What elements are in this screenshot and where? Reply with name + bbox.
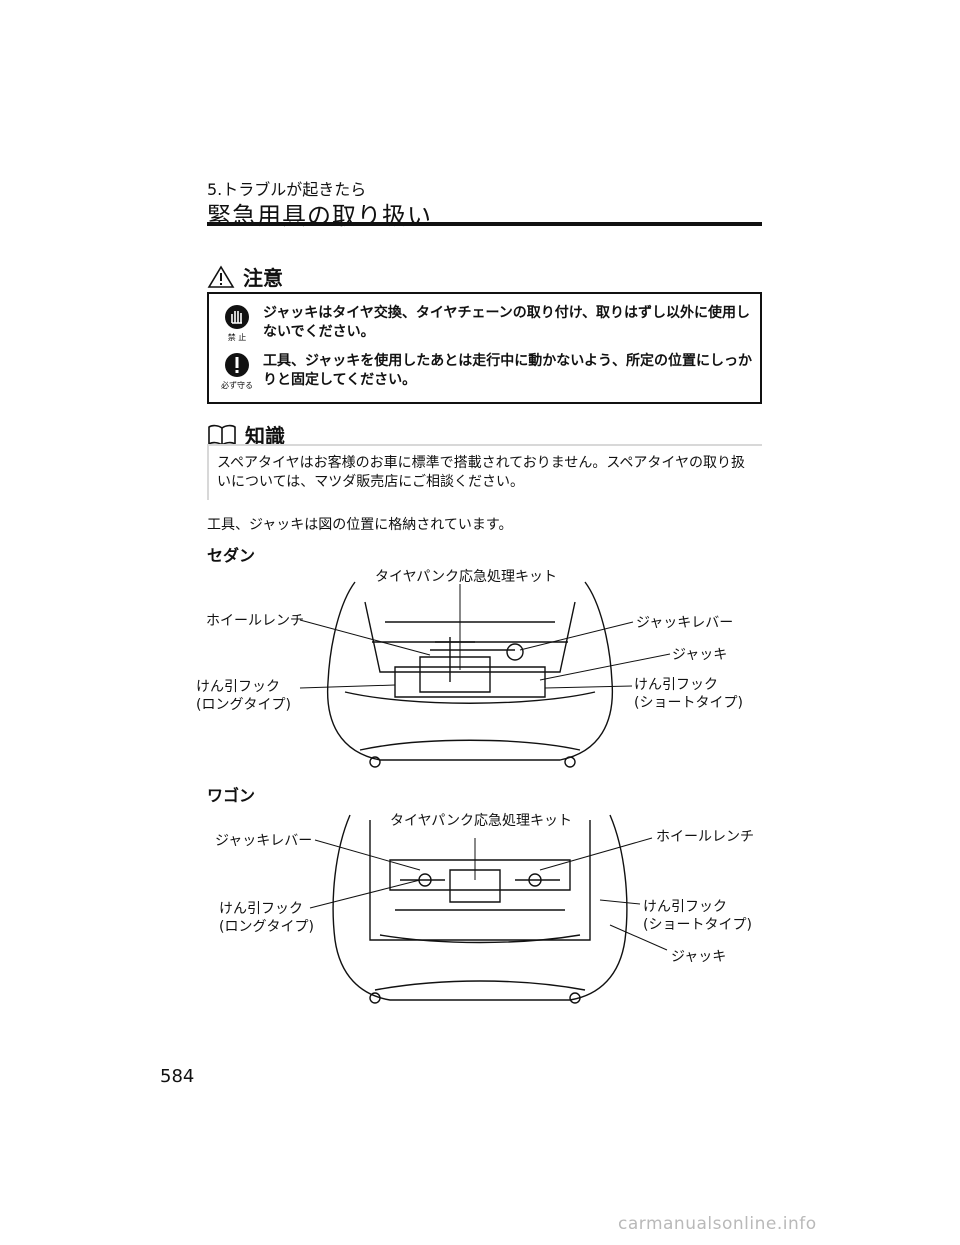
wagon-label-jack: ジャッキ xyxy=(671,949,727,965)
body-text: 工具、ジャッキは図の位置に格納されています。 xyxy=(207,517,513,533)
caution-item-mandatory: 必ず守る 工具、ジャッキを使用したあとは走行中に動かないよう、所定の位置にしっか… xyxy=(217,352,753,391)
exclamation-circle-icon xyxy=(225,353,249,377)
warning-triangle-icon xyxy=(207,264,235,288)
wagon-label-lever: ジャッキレバー xyxy=(215,833,313,849)
prohibit-icon-label: 禁 止 xyxy=(227,333,247,342)
sedan-label-lever: ジャッキレバー xyxy=(636,615,734,631)
sedan-heading: セダン xyxy=(207,546,256,565)
watermark: carmanualsonline.info xyxy=(618,1214,817,1234)
sedan-leader-lines xyxy=(299,584,671,689)
knowledge-text: スペアタイヤはお客様のお車に標準で搭載されておりません。スペアタイヤの取り扱いに… xyxy=(209,446,762,500)
caution-text-1: ジャッキはタイヤ交換、タイヤチェーンの取り付け、取りはずし以外に使用しないでくだ… xyxy=(263,305,751,340)
sedan-label-hook-long: けん引フック (ロングタイプ) xyxy=(196,679,291,713)
prohibit-icon-block: 禁 止 xyxy=(217,304,257,343)
wagon-label-hook-short: けん引フック (ショートタイプ) xyxy=(643,899,752,933)
knowledge-box: スペアタイヤはお客様のお車に標準で搭載されておりません。スペアタイヤの取り扱いに… xyxy=(207,444,762,500)
sedan-trunk-illustration xyxy=(326,581,614,768)
prohibit-hand-icon xyxy=(225,305,249,329)
caution-heading-text: 注意 xyxy=(243,266,283,290)
sedan-label-jack: ジャッキ xyxy=(672,647,728,663)
wagon-trunk-illustration xyxy=(332,814,628,1004)
book-icon xyxy=(208,424,236,446)
sedan-label-wrench: ホイールレンチ xyxy=(206,613,304,629)
mandatory-icon-block: 必ず守る xyxy=(217,352,257,391)
caution-text-2: 工具、ジャッキを使用したあとは走行中に動かないよう、所定の位置にしっかりと固定し… xyxy=(263,353,753,388)
caution-heading: 注意 xyxy=(207,262,283,291)
sedan-label-hook-short: けん引フック (ショートタイプ) xyxy=(634,677,743,711)
wagon-leader-lines xyxy=(309,837,668,951)
mandatory-icon-label: 必ず守る xyxy=(221,381,253,390)
caution-box: 禁 止 ジャッキはタイヤ交換、タイヤチェーンの取り付け、取りはずし以外に使用しな… xyxy=(207,292,762,404)
wagon-label-wrench: ホイールレンチ xyxy=(656,829,754,845)
title-rule xyxy=(207,222,762,226)
page-number: 584 xyxy=(160,1066,195,1087)
caution-item-prohibit: 禁 止 ジャッキはタイヤ交換、タイヤチェーンの取り付け、取りはずし以外に使用しな… xyxy=(217,304,753,343)
wagon-label-hook-long: けん引フック (ロングタイプ) xyxy=(219,901,314,935)
wagon-label-kit: タイヤパンク応急処理キット xyxy=(390,813,572,829)
section-label: 5.トラブルが起きたら xyxy=(207,180,367,199)
wagon-heading: ワゴン xyxy=(207,786,256,805)
sedan-label-kit: タイヤパンク応急処理キット xyxy=(375,569,557,585)
